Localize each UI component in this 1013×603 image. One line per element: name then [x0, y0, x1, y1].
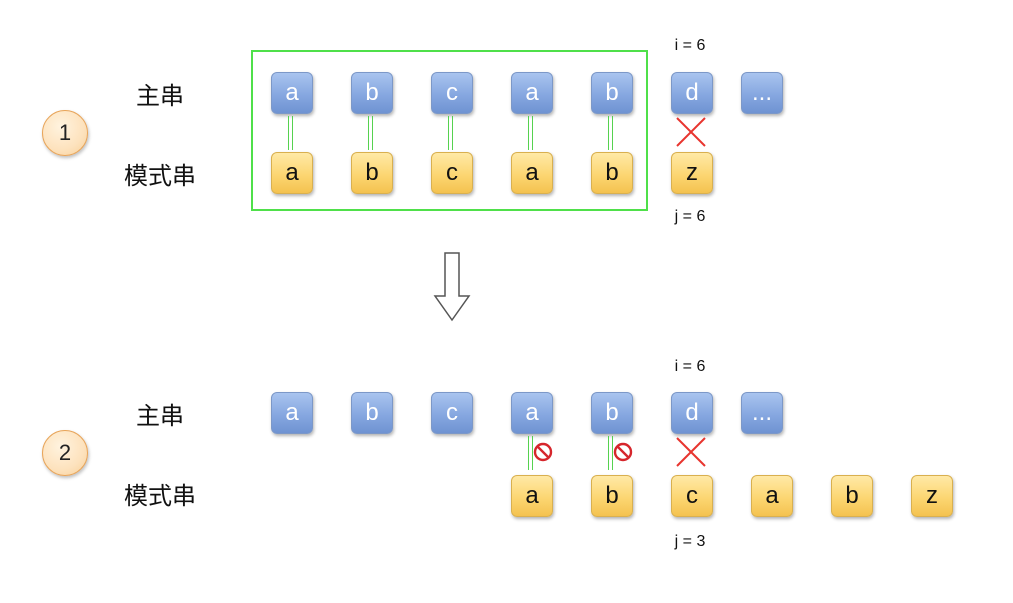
pattern-char: a [751, 475, 793, 517]
pattern-char: b [591, 475, 633, 517]
main-char: d [671, 72, 713, 114]
pattern-char: c [431, 152, 473, 194]
main-char: b [591, 72, 633, 114]
match-line [528, 116, 533, 150]
main-char: c [431, 72, 473, 114]
down-arrow-icon [433, 252, 471, 322]
main-char: c [431, 392, 473, 434]
pattern-char: b [831, 475, 873, 517]
matched-prefix-highlight [251, 50, 648, 211]
match-line [288, 116, 293, 150]
match-line [528, 436, 533, 470]
pattern-string-label: 模式串 [124, 482, 196, 510]
main-char: d [671, 392, 713, 434]
j-index-label: j = 3 [674, 533, 706, 550]
pattern-char: a [511, 475, 553, 517]
prohibited-icon [533, 442, 553, 462]
step-badge-1: 1 [42, 110, 88, 156]
pattern-char: z [911, 475, 953, 517]
mismatch-cross-icon [676, 117, 706, 147]
mismatch-cross-icon [676, 437, 706, 467]
i-index-label: i = 6 [674, 358, 706, 375]
i-index-label: i = 6 [674, 37, 706, 54]
pattern-char: z [671, 152, 713, 194]
main-char: a [271, 392, 313, 434]
main-char-ellipsis: ... [741, 392, 783, 434]
match-line [608, 436, 613, 470]
main-char: a [511, 392, 553, 434]
pattern-string-label: 模式串 [124, 162, 196, 190]
main-char: a [511, 72, 553, 114]
j-index-label: j = 6 [674, 208, 706, 225]
main-char: a [271, 72, 313, 114]
match-line [368, 116, 373, 150]
pattern-char: b [351, 152, 393, 194]
main-char: b [351, 392, 393, 434]
prohibited-icon [613, 442, 633, 462]
main-string-label: 主串 [136, 82, 184, 110]
pattern-char: c [671, 475, 713, 517]
main-char: b [591, 392, 633, 434]
match-line [608, 116, 613, 150]
pattern-char: a [511, 152, 553, 194]
main-char: b [351, 72, 393, 114]
step-badge-2: 2 [42, 430, 88, 476]
pattern-char: b [591, 152, 633, 194]
main-string-label: 主串 [136, 402, 184, 430]
main-char-ellipsis: ... [741, 72, 783, 114]
match-line [448, 116, 453, 150]
pattern-char: a [271, 152, 313, 194]
